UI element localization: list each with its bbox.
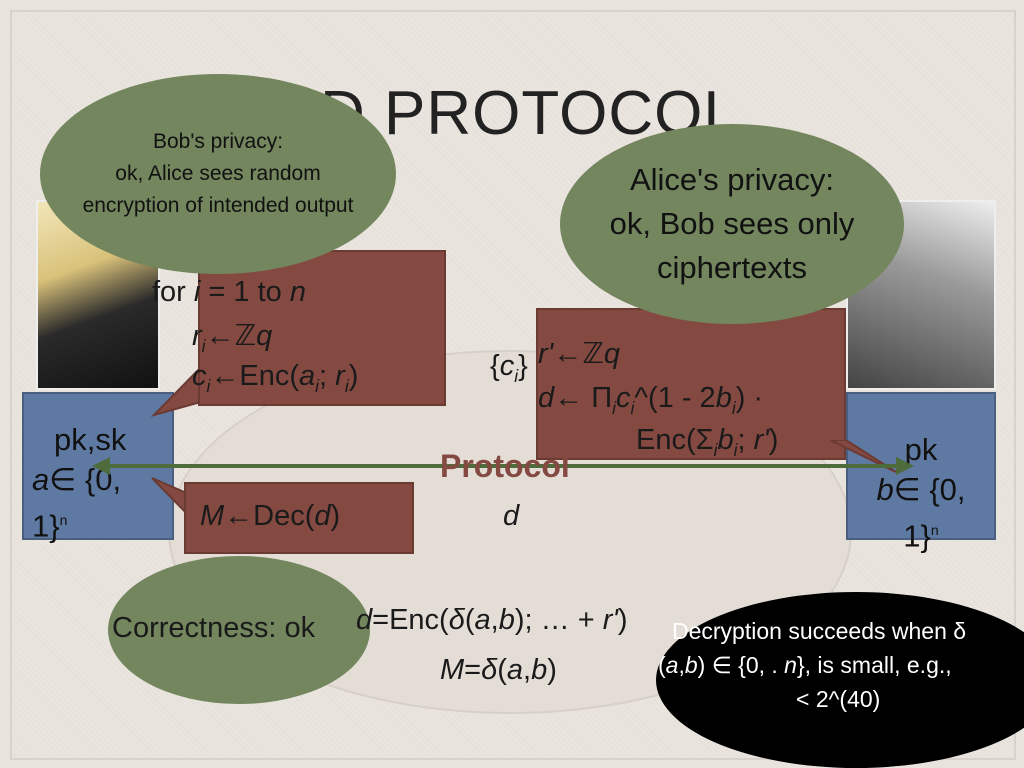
d-label: d (503, 500, 520, 532)
equation-d: d=Enc(δ(a,b); … + r') (356, 604, 628, 636)
bob-random-line: r'←ℤq (538, 338, 620, 370)
decrypt-line: M←Dec(d) (200, 500, 341, 532)
alice-loop-line: for i = 1 to n (152, 276, 306, 308)
ciphertexts-label: {ci} (490, 350, 528, 386)
alice-keys: pk,sk (54, 422, 127, 457)
alice-privacy-line1: Alice's privacy: (629, 162, 835, 197)
decryption-note-line3: < 2^(40) (796, 686, 881, 712)
bob-privacy-line1: Bob's privacy: (152, 130, 284, 153)
bob-privacy-bubble: Bob's privacy: ok, Alice sees random enc… (40, 74, 396, 274)
bob-input: b∈ {0, 1}n (876, 472, 966, 554)
bob-privacy-line3: encryption of intended output (82, 194, 354, 217)
decrypt-box (184, 482, 414, 554)
bob-product-line: d← Πici^(1 - 2bi) · (538, 382, 764, 418)
decryption-note-line1: Decryption succeeds when δ (672, 618, 967, 644)
bob-party-box: pk b∈ {0, 1}n (846, 392, 996, 553)
bob-compute-box (536, 308, 846, 460)
bob-keys: pk (904, 432, 938, 467)
decryption-note-bubble (656, 592, 1024, 768)
bob-enc-line: Enc(Σibi; r') (636, 424, 779, 460)
alice-cipher-line: ci←Enc(ai; ri) (192, 360, 359, 396)
correctness-label: Correctness: ok (112, 612, 316, 644)
alice-privacy-line2: ok, Bob sees only (609, 206, 855, 241)
bob-privacy-line2: ok, Alice sees random (115, 162, 321, 185)
alice-privacy-bubble: Alice's privacy: ok, Bob sees only ciphe… (560, 124, 904, 324)
decryption-note-line2: (a,b) ∈ {0, . n}, is small, e.g., (658, 652, 952, 678)
alice-input: a∈ {0, 1}n (32, 462, 122, 544)
alice-privacy-line3: ciphertexts (657, 250, 807, 285)
alice-random-line: ri←ℤq (192, 320, 273, 356)
equation-m: M=δ(a,b) (440, 654, 557, 686)
correctness-bubble (108, 556, 370, 704)
message-arrow (92, 457, 914, 475)
protocol-label: Protocol (440, 448, 570, 484)
